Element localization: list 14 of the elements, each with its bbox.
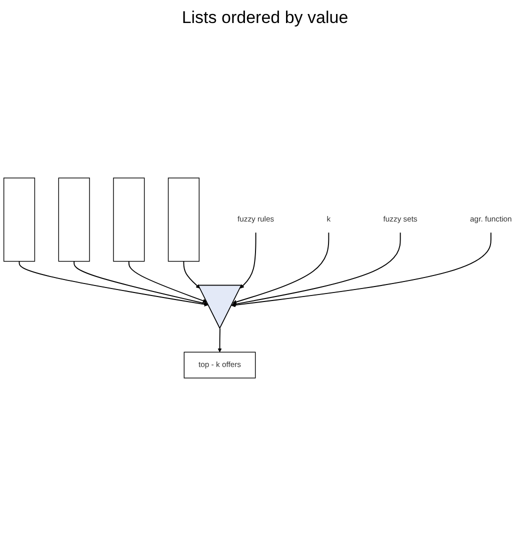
node-box [168, 178, 200, 262]
arrow [240, 232, 256, 289]
arrow [74, 260, 208, 306]
node-box [3, 178, 36, 262]
arrow [18, 260, 208, 306]
arrow [218, 328, 222, 352]
arrow [232, 232, 330, 304]
node-box [58, 178, 90, 262]
arrow [232, 232, 401, 306]
arrow [231, 232, 492, 308]
caption-text: Lists ordered by value [180, 8, 350, 28]
arrow [183, 260, 200, 289]
node-box [113, 178, 145, 262]
arrow [128, 260, 208, 303]
